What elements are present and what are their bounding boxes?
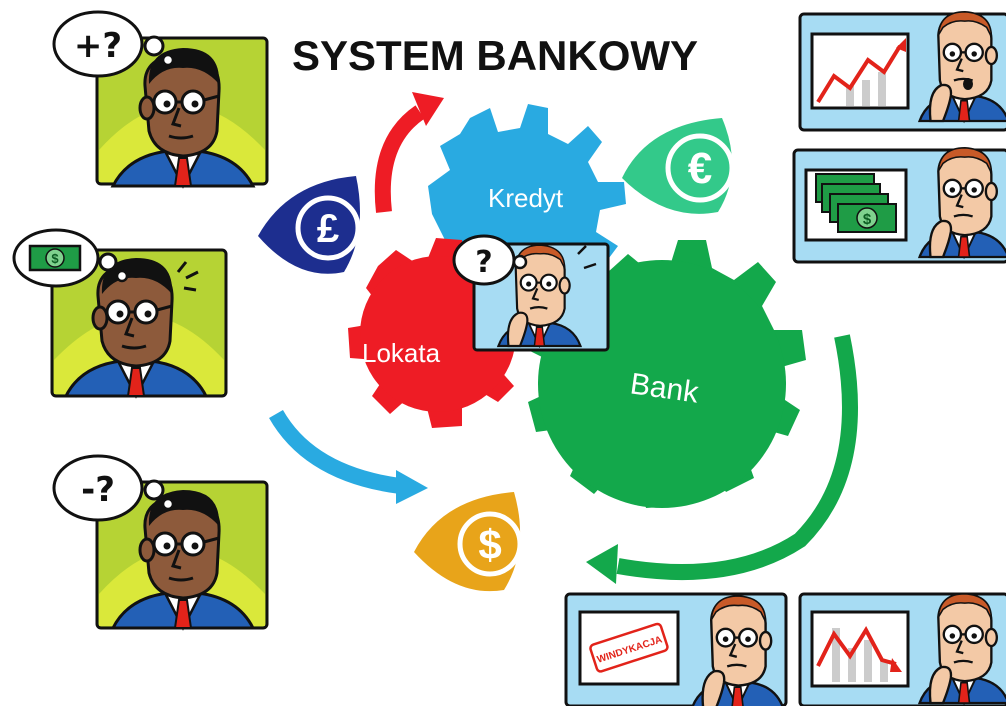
panel-cash: $ (792, 146, 1006, 264)
svg-text:$: $ (863, 211, 872, 228)
red-cycle-arrow (374, 92, 444, 213)
person-panel-top (95, 36, 269, 188)
thought-bubble-plus: +? (52, 10, 175, 78)
euro-badge: € (622, 118, 735, 214)
pound-badge: £ (258, 176, 361, 274)
svg-text:$: $ (51, 251, 59, 266)
panel-debt-collection: WINDYKACJA (564, 592, 788, 706)
thought-bubble-question: ? (452, 234, 528, 286)
dollar-badge: $ (414, 492, 523, 592)
credit-gear-label: Kredyt (488, 183, 564, 213)
dollar-icon: $ (478, 521, 501, 568)
thought-bubble-money: $ (12, 228, 129, 288)
euro-icon: € (688, 144, 712, 193)
diagram-title: SYSTEM BANKOWY (292, 32, 699, 79)
thought-bubble-question-text: ? (475, 245, 492, 280)
green-cycle-arrow (586, 334, 858, 584)
thought-bubble-plus-text: +? (74, 26, 122, 66)
person-panel-bottom (95, 480, 269, 630)
thought-bubble-minus: -? (52, 454, 175, 522)
person-panel-middle (50, 248, 228, 398)
deposit-gear-label: Lokata (362, 338, 441, 368)
panel-rising-chart (798, 10, 1006, 132)
pound-icon: £ (317, 207, 339, 251)
blue-cycle-arrow (269, 409, 428, 504)
panel-falling-chart (798, 592, 1006, 706)
thought-bubble-minus-text: -? (81, 470, 115, 510)
